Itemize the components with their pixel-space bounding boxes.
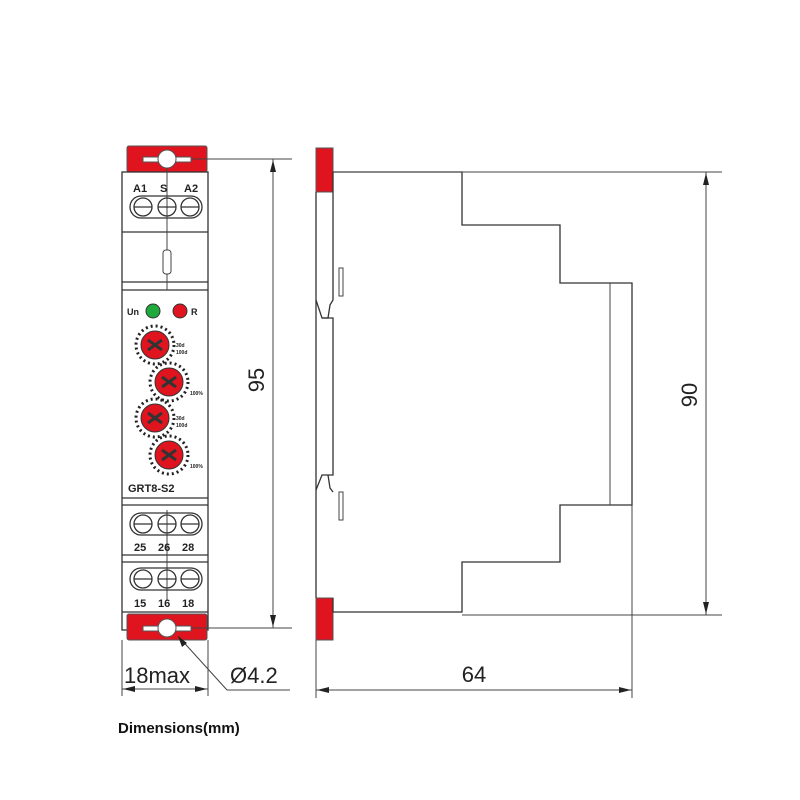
terminal-label: S — [160, 183, 167, 195]
dimension-18max: 18max — [121, 640, 209, 696]
dimension-64: 64 — [315, 505, 633, 698]
terminal-label: 25 — [134, 542, 146, 554]
mounting-hole — [157, 149, 177, 169]
terminal-label: 16 — [158, 598, 170, 610]
middle-screw-terminals — [129, 512, 203, 536]
svg-text:30d: 30d — [176, 416, 185, 422]
time-range-dial-1[interactable]: 30d 100d — [134, 324, 187, 366]
dimension-hole: Ø4.2 — [177, 635, 290, 691]
svg-text:Ø4.2: Ø4.2 — [230, 663, 278, 688]
led-label-r: R — [191, 307, 198, 317]
terminal-label: 15 — [134, 598, 146, 610]
relay-led — [172, 303, 188, 319]
front-view: A1 S A2 Un R 30d 100d 100% — [121, 145, 209, 641]
time-adjust-dial-2[interactable]: 100% — [148, 434, 203, 476]
time-range-dial-2[interactable]: 30d 100d — [134, 397, 187, 439]
svg-text:90: 90 — [677, 383, 702, 407]
mounting-hole — [157, 618, 177, 638]
terminal-label: 26 — [158, 542, 170, 554]
bottom-screw-terminals — [129, 567, 203, 591]
dimension-90: 90 — [333, 171, 722, 616]
svg-text:100%: 100% — [190, 464, 203, 470]
model-label: GRT8-S2 — [128, 483, 174, 495]
svg-text:100d: 100d — [176, 350, 187, 356]
side-top-clip — [315, 147, 334, 193]
terminal-label: A1 — [133, 183, 147, 195]
side-bottom-clip — [315, 597, 334, 641]
svg-text:100d: 100d — [176, 423, 187, 429]
time-adjust-dial-1[interactable]: 100% — [148, 361, 203, 403]
power-led — [145, 303, 161, 319]
dimension-95: 95 — [192, 158, 292, 629]
top-screw-terminals — [129, 195, 203, 219]
terminal-label: 28 — [182, 542, 194, 554]
led-label-un: Un — [127, 307, 139, 317]
svg-text:64: 64 — [462, 662, 486, 687]
caption: Dimensions(mm) — [118, 720, 240, 737]
svg-text:30d: 30d — [176, 343, 185, 349]
terminal-label: A2 — [184, 183, 198, 195]
svg-text:100%: 100% — [190, 391, 203, 397]
side-view — [315, 147, 633, 641]
terminal-label: 18 — [182, 598, 194, 610]
svg-text:95: 95 — [244, 368, 269, 392]
svg-text:18max: 18max — [124, 663, 190, 688]
